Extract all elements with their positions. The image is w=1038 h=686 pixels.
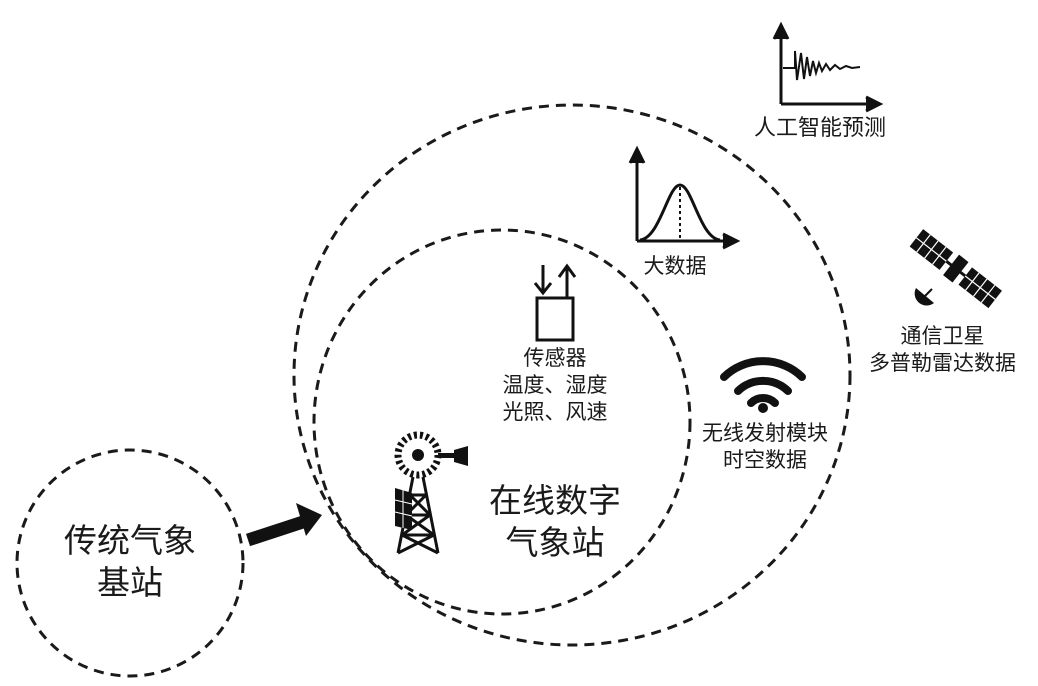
bell-curve-icon (628, 145, 741, 250)
big-data-label: 大数据 (643, 254, 707, 278)
wireless-module-label: 无线发射模块 时空数据 (702, 421, 828, 472)
traditional-station-circle (15, 448, 245, 678)
sensor-label: 传感器 温度、湿度 光照、风速 (502, 346, 608, 424)
arrow-icon (245, 503, 322, 547)
ai-prediction-label: 人工智能预测 (753, 116, 886, 141)
satellite-label: 通信卫星 多普勒雷达数据 (869, 324, 1016, 375)
damped-wave-icon (772, 21, 884, 113)
traditional-station-label: 传统气象 基站 (64, 521, 196, 602)
inner-circle (312, 228, 692, 616)
outer-circle (292, 103, 852, 647)
satellite-dish-icon (914, 288, 934, 306)
sensor-arrows-icon (533, 263, 577, 342)
wind-tower-icon (394, 431, 468, 555)
satellite-icon (909, 229, 1002, 309)
online-station-label: 在线数字 气象站 (489, 481, 621, 562)
wifi-icon (720, 357, 806, 413)
